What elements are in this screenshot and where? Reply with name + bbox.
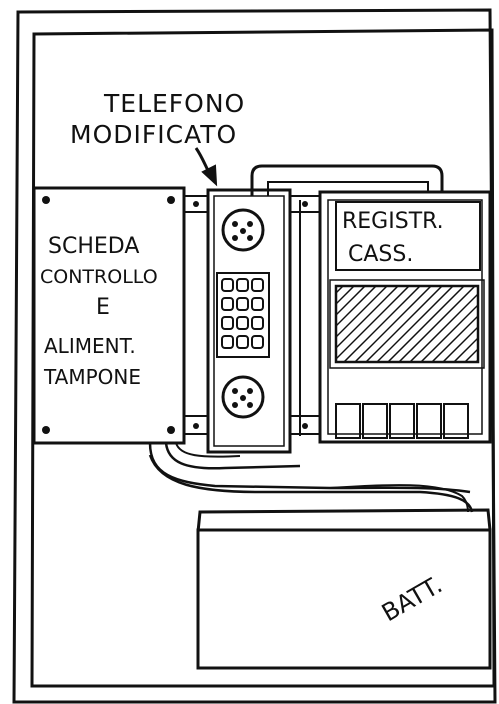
keypad-key [251,335,264,349]
board-screw-tr [167,196,175,204]
bracket-screw-4 [302,423,308,429]
board-label-line5: TAMPONE [43,365,141,389]
cassette-recorder [318,190,492,444]
board-label-line2: CONTROLLO [40,266,158,288]
wire-board-phone-3 [175,442,241,458]
wire-to-battery-2 [329,484,469,513]
phone-arrow-head [201,164,218,187]
board-screw-bl [42,426,50,434]
hatch-line [420,303,478,362]
recorder-label-panel [335,201,481,271]
hatch-line [336,286,366,317]
battery-top [196,508,492,533]
wire-to-battery [148,454,474,513]
battery-label: BATT. [377,571,447,628]
hatch-line [453,336,478,362]
hatch-line [376,286,454,362]
hatch-line [431,314,478,362]
keypad-key [236,297,249,311]
keypad-key [251,278,264,292]
hatch-line [336,286,410,361]
cassette-window-frame [329,279,485,369]
keypad-key [221,335,234,349]
board-label-line3: E [96,295,110,320]
keypad-key [221,297,234,311]
hatch-line [336,286,388,339]
bracket-screw-2 [302,201,308,207]
bracket-screw-1 [193,201,199,207]
keypad-key [221,278,234,292]
hatch-line [442,325,478,362]
keypad-key [251,297,264,311]
hatch-line [336,286,355,306]
enclosure-outer [12,8,497,704]
earpiece [221,208,265,252]
phone-label-line2: MODIFICATO [70,120,237,149]
keypad-key [236,278,249,292]
keypad-keys [221,278,264,349]
keypad-key [236,335,249,349]
hatch-line [343,286,421,362]
recorder-handle [250,164,444,196]
cassette-window [334,284,480,364]
recorder-inner [327,199,483,435]
board-label-line4: ALIMENT. [44,334,136,358]
recorder-handle-inner [267,181,429,196]
enclosure-inner [30,28,496,688]
recorder-label-line1: REGISTR. [342,209,444,234]
hatch-line [464,347,478,362]
recorder-buttons [335,403,469,439]
hatch-line [398,286,476,362]
hatch-line [354,286,432,362]
hatch-line [336,286,399,350]
keypad-key [251,316,264,330]
recorder-label-line2: CASS. [348,242,413,267]
keypad [216,272,270,358]
hatch-line [365,286,443,362]
battery [196,528,492,670]
board-screw-tl [42,196,50,204]
microphone [221,375,265,419]
hatch-line [387,286,465,362]
keypad-key [221,316,234,330]
hatch-line [409,292,478,362]
board-screw-br [167,426,175,434]
hatch-line [336,286,377,328]
keypad-key [236,316,249,330]
board-label-line1: SCHEDA [48,234,139,259]
control-board [32,186,186,445]
phone-inner [213,195,285,447]
wire-board-phone-2 [164,442,301,470]
cassette-window-hatching [336,286,478,362]
bracket-screw-3 [193,423,199,429]
phone-label-line1: TELEFONO [103,89,245,118]
